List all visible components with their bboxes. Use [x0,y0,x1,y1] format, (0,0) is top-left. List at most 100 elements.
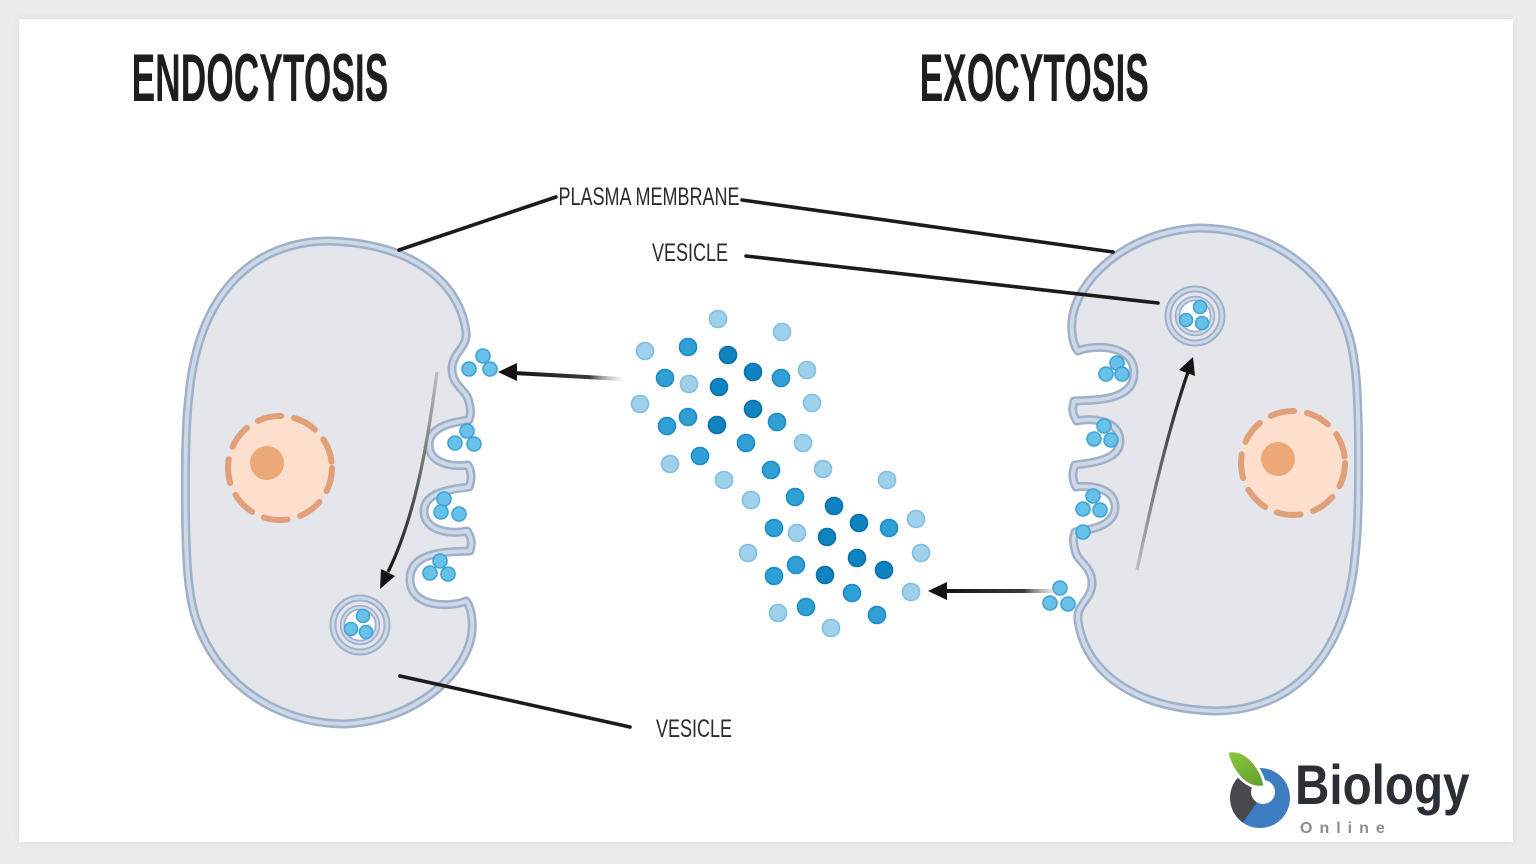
molecule-dot [707,415,727,435]
molecule-dot [355,608,371,624]
molecule-dot [911,543,931,563]
pointer-lines [397,195,1160,729]
vesicle-top-line [744,254,1160,305]
molecule-dot [901,582,921,602]
molecule-dot [459,423,475,439]
molecule-dot [815,565,835,585]
molecule-dot [708,309,728,329]
molecule-dot [657,416,677,436]
molecule-dot [738,543,758,563]
left-pocket-molecules [422,423,482,582]
molecule-dot [1052,580,1068,596]
endocytosis-cell [185,241,498,724]
logo-subtitle-text: Online [1300,820,1392,837]
molecule-dot [874,560,894,580]
molecule-dot [796,597,816,617]
molecule-dot [736,433,756,453]
plasma-membrane-label: PLASMA MEMBRANE [558,183,740,211]
molecule-dot [432,553,448,569]
molecule-dot [440,566,456,582]
molecule-dot [802,393,822,413]
molecule-dot [447,435,463,451]
molecule-dot [451,506,467,522]
molecule-dot [436,491,452,507]
molecule-dot [1086,431,1102,447]
molecule-dot [358,624,374,640]
molecule-dot [422,565,438,581]
molecule-dot [741,490,761,510]
molecule-dot [475,348,491,364]
molecule-dot [1098,366,1114,382]
vesicle-label-top: VESICLE [651,239,729,267]
molecule-dot [1178,312,1194,328]
molecule-dot [786,555,806,575]
molecule-dot [709,377,729,397]
molecule-dot [714,470,734,490]
endocytosis-arrow [380,371,439,589]
right-vesicle-molecules [1178,299,1210,331]
molecule-dot [743,362,763,382]
exocytosis-title: EXOCYTOSIS [919,40,1149,116]
molecule-dot [1194,315,1210,331]
molecule-dot [343,621,359,637]
molecule-dot [718,345,738,365]
molecule-dot [461,361,477,377]
nucleolus-right [1261,442,1295,476]
molecule-dot [772,322,792,342]
nucleus-right [1238,408,1348,518]
molecule-dot [768,603,788,623]
molecule-dot [1075,501,1091,517]
left-vesicle-molecules [343,608,374,640]
molecule-dot [847,548,867,568]
molecule-dot [817,527,837,547]
logo-brand-text: Biology [1295,753,1470,816]
molecule-dot [764,518,784,538]
molecule-dot [793,433,813,453]
molecule-dot [849,513,869,533]
molecule-dot [771,368,791,388]
uptake-arrow [498,363,623,381]
right-released-molecules [1042,524,1091,612]
molecule-dot [1060,596,1076,612]
release-arrow [928,582,1056,600]
vesicle-label-bottom: VESICLE [655,715,733,743]
nucleus-left [225,413,335,523]
vesicle-left [329,594,391,656]
molecule-dot [824,496,844,516]
molecule-dot [797,360,817,380]
plasma-membrane-line-left [397,195,558,252]
molecule-dot [678,337,698,357]
molecule-dot [877,470,897,490]
molecule-dot [482,361,498,377]
molecule-dot [867,605,887,625]
vesicle-bottom-line [398,674,632,729]
molecule-dot [1042,595,1058,611]
vesicle-right [1164,285,1226,347]
exocytosis-cell [1042,228,1359,711]
molecule-dot [1103,432,1119,448]
right-pocket-molecules [1075,355,1130,518]
molecule-dot [1192,299,1208,315]
left-entering-molecules [461,348,498,377]
molecule-dot [787,523,807,543]
molecule-dot [743,399,763,419]
plasma-membrane-line-right [740,198,1115,254]
molecule-dot [466,436,482,452]
molecule-dot [1114,366,1130,382]
molecule-dot [660,454,680,474]
molecule-dot [1075,524,1091,540]
molecule-dot [906,509,926,529]
molecule-dot [767,412,787,432]
molecule-dot [761,460,781,480]
molecule-cluster [630,309,931,638]
molecule-dot [655,368,675,388]
molecule-dot [1092,502,1108,518]
molecule-dot [679,374,699,394]
molecule-dot [764,566,784,586]
molecule-dot [842,583,862,603]
molecule-dot [785,487,805,507]
exocytosis-arrow [1135,357,1195,571]
molecule-dot [635,341,655,361]
